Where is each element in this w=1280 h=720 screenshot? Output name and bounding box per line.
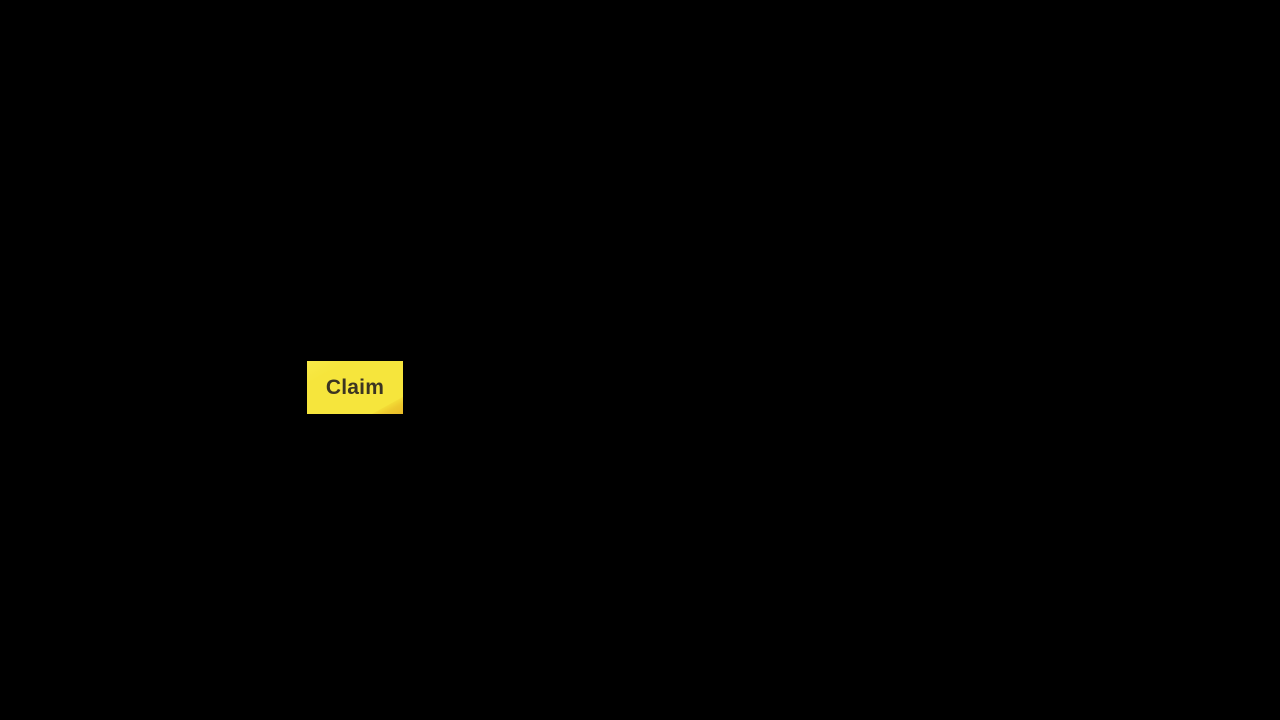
claim-button-label: Claim <box>325 376 385 399</box>
claim-button[interactable]: Claim <box>307 361 403 414</box>
